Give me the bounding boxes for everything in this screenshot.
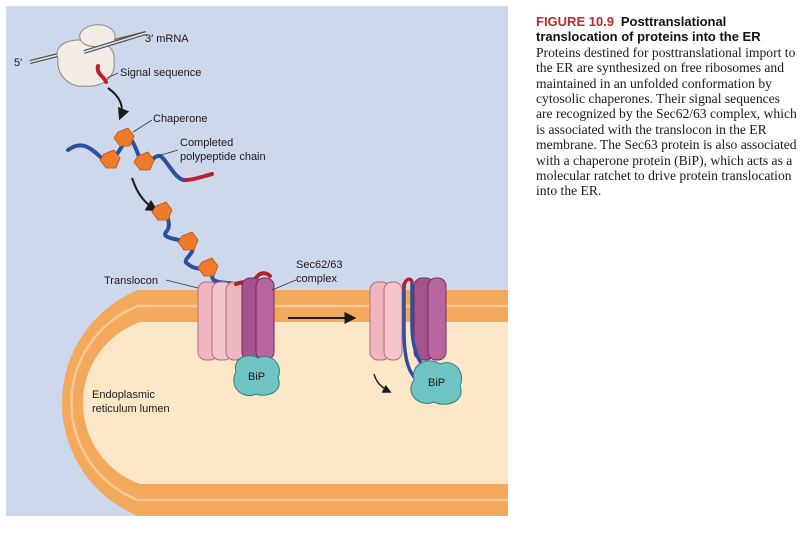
chaperone-leader bbox=[132, 119, 153, 133]
translocon-label: Translocon bbox=[104, 275, 158, 287]
signal-sequence-leader bbox=[106, 72, 119, 79]
er-membrane-inner-line bbox=[70, 304, 508, 502]
sec62-63-complex-right bbox=[413, 277, 447, 361]
translocon-subunit bbox=[225, 281, 245, 361]
bip-left bbox=[233, 355, 280, 396]
completed-chain-label-line1: Completed bbox=[180, 137, 233, 149]
er-lumen-label-line2: reticulum lumen bbox=[92, 403, 170, 415]
sec-complex-subunit bbox=[427, 277, 447, 361]
chaperone-group-2 bbox=[151, 201, 219, 277]
er-lumen bbox=[82, 322, 509, 484]
figure-caption: FIGURE 10.9 Posttranslational translocat… bbox=[536, 14, 798, 199]
signal-sequence-cytosol bbox=[184, 172, 214, 182]
translocon-right bbox=[369, 281, 403, 361]
chaperone-icon bbox=[113, 127, 135, 147]
signal-sequence-label: Signal sequence bbox=[120, 67, 201, 79]
bip-label-left: BiP bbox=[248, 371, 265, 383]
translocon-left bbox=[197, 281, 245, 361]
translocon-subunit bbox=[383, 281, 403, 361]
signal-sequence-translocating bbox=[402, 277, 414, 290]
completed-chain-leader bbox=[157, 149, 179, 157]
chaperone-group-1 bbox=[99, 127, 155, 171]
nascent-signal-sequence bbox=[95, 64, 108, 84]
bip-label-right: BiP bbox=[428, 377, 445, 389]
chaperone-icon bbox=[197, 257, 219, 277]
bip-right bbox=[410, 360, 462, 405]
sec-complex-leader bbox=[271, 279, 297, 291]
er-lumen-label-line1: Endoplasmic bbox=[92, 389, 155, 401]
arrow-to-chaperone bbox=[107, 87, 130, 121]
sec-complex-label-line2: complex bbox=[296, 273, 337, 285]
arrow-ratchet bbox=[373, 373, 392, 393]
mrna-strand-front-highlight bbox=[83, 32, 147, 53]
sec-complex-label-line1: Sec62/63 bbox=[296, 259, 342, 271]
polypeptide-chain-approaching bbox=[156, 206, 238, 286]
chaperone-icon bbox=[133, 151, 155, 171]
chaperone-icon bbox=[177, 231, 199, 251]
figure-title: Posttranslational translocation of prote… bbox=[536, 14, 761, 45]
figure-caption-body: Proteins destined for posttranslational … bbox=[536, 44, 797, 199]
sec-complex-subunit bbox=[255, 277, 275, 361]
translocon-leader bbox=[165, 279, 199, 289]
chaperone-label: Chaperone bbox=[153, 113, 207, 125]
sec62-63-complex-left bbox=[241, 277, 275, 361]
mrna-3-prime-label: 3′ mRNA bbox=[145, 33, 189, 45]
completed-chain-label-line2: polypeptide chain bbox=[180, 151, 266, 163]
chaperone-icon bbox=[99, 149, 121, 169]
arrow-to-translocon-approach bbox=[131, 177, 159, 212]
chaperone-icon bbox=[151, 201, 173, 221]
mrna-5-prime-label: 5′ bbox=[14, 57, 22, 69]
figure-number: FIGURE 10.9 bbox=[536, 14, 615, 29]
